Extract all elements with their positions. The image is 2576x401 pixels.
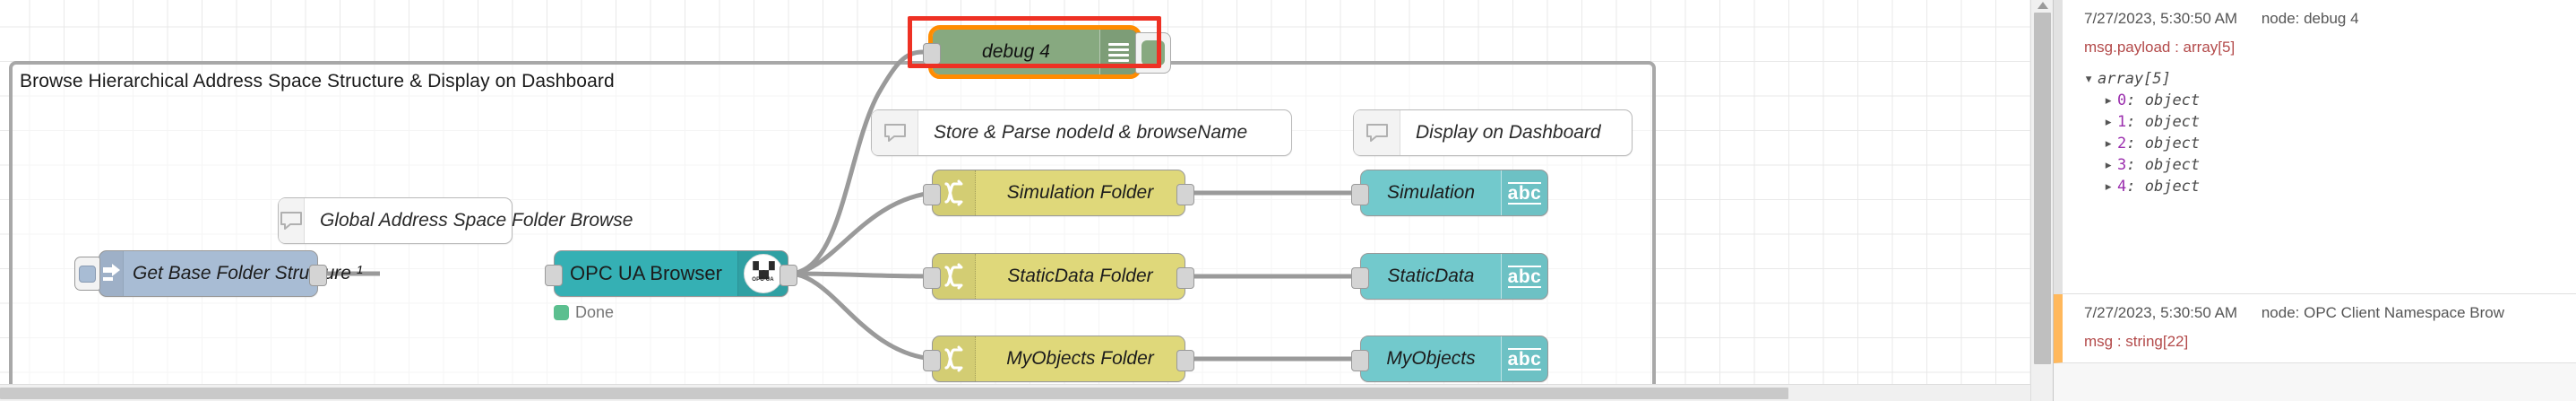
- flow-group-label: Browse Hierarchical Address Space Struct…: [20, 71, 615, 92]
- node-input-port[interactable]: [1351, 184, 1369, 205]
- debug-enable-toggle[interactable]: [1135, 32, 1171, 74]
- status-dot: [554, 305, 569, 320]
- comment-label: Global Address Space Folder Browse: [320, 210, 633, 231]
- comment-label: Display on Dashboard: [1416, 122, 1601, 143]
- dashboard-text-abc-icon: abc: [1501, 336, 1547, 381]
- debug-payload-tree[interactable]: ▾array[5] ▸0: object ▸1: object ▸2: obje…: [2084, 68, 2576, 197]
- comment-label: Store & Parse nodeId & browseName: [934, 122, 1248, 143]
- node-inject-get-base-folder-structure[interactable]: Get Base Folder Structure ¹: [74, 250, 363, 297]
- debug-source-node: node: OPC Client Namespace Brow: [2261, 304, 2505, 321]
- chevron-right-icon[interactable]: ▸: [2104, 135, 2114, 153]
- debug-message-header: 7/27/2023, 5:30:50 AM node: OPC Client N…: [2084, 304, 2576, 322]
- node-input-port[interactable]: [923, 267, 941, 289]
- opc-ua-logo-icon: ▚▞ OPC UA: [737, 251, 788, 296]
- inject-arrow-icon: [99, 251, 124, 296]
- node-output-port[interactable]: [1176, 350, 1194, 371]
- scroll-up-arrow-icon[interactable]: [2038, 2, 2048, 9]
- node-label: Simulation: [1386, 182, 1476, 203]
- node-output-port[interactable]: [1176, 267, 1194, 289]
- node-input-port[interactable]: [1351, 267, 1369, 289]
- node-label: MyObjects: [1386, 348, 1476, 369]
- chevron-right-icon[interactable]: ▸: [2104, 178, 2114, 196]
- canvas-horizontal-scrollbar[interactable]: [0, 384, 2030, 401]
- node-label: Get Base Folder Structure ¹: [133, 263, 363, 283]
- node-label: OPC UA Browser: [570, 262, 722, 284]
- node-debug-4[interactable]: debug 4: [923, 25, 1171, 79]
- comment-bubble-icon: [872, 110, 918, 155]
- debug-sidebar[interactable]: 7/27/2023, 5:30:50 AM node: debug 4 msg.…: [2053, 0, 2576, 401]
- node-dashboard-text-myobjects[interactable]: MyObjects abc: [1351, 336, 1548, 382]
- node-output-port[interactable]: [309, 265, 327, 286]
- tree-item-row[interactable]: ▸3: object: [2104, 156, 2201, 174]
- debug-message-entry[interactable]: 7/27/2023, 5:30:50 AM node: debug 4 msg.…: [2054, 0, 2576, 294]
- flow-canvas[interactable]: Browse Hierarchical Address Space Struct…: [0, 0, 2053, 401]
- tree-item-row[interactable]: ▸0: object: [2104, 92, 2201, 109]
- function-icon: [933, 170, 976, 215]
- debug-message-header: 7/27/2023, 5:30:50 AM node: debug 4: [2084, 10, 2576, 28]
- node-function-myobjects-folder[interactable]: MyObjects Folder: [923, 336, 1194, 382]
- debug-message-topic: msg.payload : array[5]: [2084, 39, 2236, 56]
- comment-display-on-dashboard[interactable]: Display on Dashboard: [1353, 109, 1633, 156]
- debug-lines-icon: [1099, 30, 1137, 74]
- dashboard-text-abc-icon: abc: [1501, 170, 1547, 215]
- node-input-port[interactable]: [923, 184, 941, 205]
- node-input-port[interactable]: [545, 265, 563, 286]
- node-input-port[interactable]: [923, 43, 941, 65]
- debug-timestamp: 7/27/2023, 5:30:50 AM: [2084, 10, 2238, 27]
- tree-item-row[interactable]: ▸2: object: [2104, 135, 2201, 153]
- debug-message-topic: msg : string[22]: [2084, 333, 2189, 350]
- comment-store-parse-nodeid-browsename[interactable]: Store & Parse nodeId & browseName: [871, 109, 1292, 156]
- comment-bubble-icon: [1354, 110, 1400, 155]
- chevron-down-icon[interactable]: ▾: [2084, 70, 2094, 88]
- node-label: StaticData Folder: [1007, 266, 1153, 286]
- node-input-port[interactable]: [1351, 350, 1369, 371]
- node-function-simulation-folder[interactable]: Simulation Folder: [923, 170, 1194, 216]
- comment-global-address-space-folder-browse[interactable]: Global Address Space Folder Browse: [278, 197, 633, 244]
- debug-source-node: node: debug 4: [2261, 10, 2359, 27]
- node-label: StaticData: [1387, 266, 1475, 286]
- node-label: debug 4: [982, 41, 1050, 62]
- tree-item-row[interactable]: ▸4: object: [2104, 178, 2201, 196]
- node-dashboard-text-staticdata[interactable]: StaticData abc: [1351, 253, 1548, 300]
- node-dashboard-text-simulation[interactable]: Simulation abc: [1351, 170, 1548, 216]
- node-output-port[interactable]: [780, 265, 797, 286]
- debug-message-entry[interactable]: 7/27/2023, 5:30:50 AM node: OPC Client N…: [2054, 294, 2576, 363]
- debug-timestamp: 7/27/2023, 5:30:50 AM: [2084, 304, 2238, 321]
- chevron-right-icon[interactable]: ▸: [2104, 113, 2114, 131]
- node-status-done: Done: [554, 303, 614, 322]
- opc-ua-logo-text: OPC UA: [752, 277, 774, 283]
- node-output-port[interactable]: [1176, 184, 1194, 205]
- canvas-vertical-scrollbar[interactable]: [2030, 0, 2053, 401]
- node-label: Simulation Folder: [1006, 182, 1154, 203]
- chevron-right-icon[interactable]: ▸: [2104, 92, 2114, 109]
- status-label: Done: [575, 303, 615, 321]
- scrollbar-thumb[interactable]: [0, 388, 1788, 399]
- tree-root-row[interactable]: ▾array[5]: [2084, 70, 2171, 88]
- dashboard-text-abc-icon: abc: [1501, 254, 1547, 299]
- node-input-port[interactable]: [923, 350, 941, 371]
- comment-bubble-icon: [279, 198, 305, 243]
- chevron-right-icon[interactable]: ▸: [2104, 156, 2114, 174]
- node-opc-ua-browser[interactable]: OPC UA Browser ▚▞ OPC UA: [545, 250, 797, 297]
- node-label: MyObjects Folder: [1006, 348, 1154, 369]
- inject-trigger-button[interactable]: [74, 257, 100, 291]
- node-function-staticdata-folder[interactable]: StaticData Folder: [923, 253, 1194, 300]
- tree-item-row[interactable]: ▸1: object: [2104, 113, 2201, 131]
- scrollbar-thumb[interactable]: [2034, 13, 2051, 364]
